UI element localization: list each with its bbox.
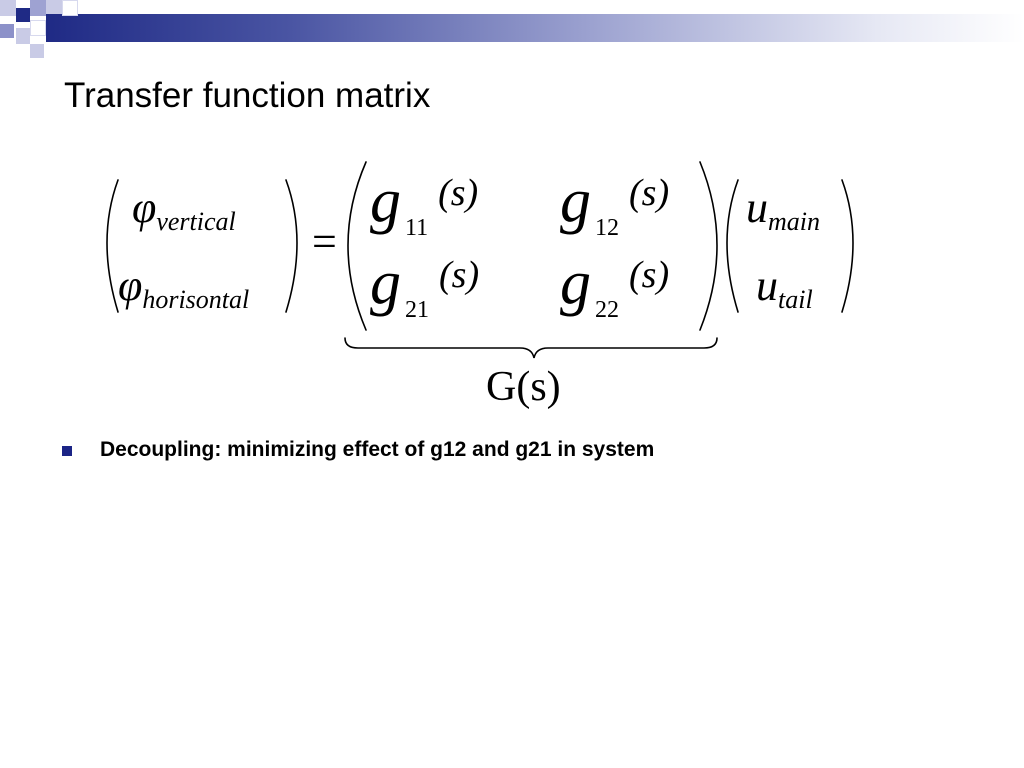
g-symbol: g [370,249,401,317]
rhs-left-paren [726,179,739,313]
g-symbol: g [560,249,591,317]
matrix-arg: (s) [629,254,670,296]
g-symbol: g [560,167,591,235]
deco-square [30,20,46,36]
equation-brackets [106,161,854,359]
g-symbol: g [370,167,401,235]
bullet-text: Decoupling: minimizing effect of g12 and… [100,438,655,461]
deco-square [16,8,30,22]
deco-square [16,28,30,44]
slide-title: Transfer function matrix [64,76,431,115]
lhs-entry-1: φvertical [132,183,236,235]
deco-square [30,0,46,16]
rhs-entry-2: utail [756,261,813,313]
deco-square [0,0,16,16]
equals-sign: = [312,217,337,266]
deco-square [0,24,14,38]
rhs-subscript-2: tail [778,285,813,314]
phi-symbol: φ [118,261,143,310]
deco-square [62,0,78,16]
matrix-arg: (s) [629,172,670,214]
underbrace [344,337,718,359]
header-gradient-bar [46,14,1024,42]
u-symbol: u [746,183,768,232]
matrix-right-paren [699,161,718,331]
lhs-subscript-1: vertical [156,207,236,236]
lhs-left-paren [106,179,119,313]
lhs-subscript-2: horisontal [142,285,250,314]
rhs-right-paren [841,179,854,313]
matrix-index: 12 [595,215,619,241]
matrix-arg: (s) [439,254,480,296]
u-symbol: u [756,261,778,310]
matrix-index: 11 [405,215,429,241]
header-decoration [0,0,1024,62]
matrix-index: 22 [595,297,619,323]
lhs-right-paren [285,179,298,313]
matrix-arg: (s) [438,172,479,214]
matrix-index: 21 [405,297,429,323]
deco-square [46,0,62,14]
bullet-item: Decoupling: minimizing effect of g12 and… [62,438,654,462]
rhs-entry-1: umain [746,183,820,235]
rhs-subscript-1: main [768,207,820,236]
square-bullet-icon [62,446,72,456]
matrix-left-paren [347,161,367,331]
deco-square [30,44,44,58]
phi-symbol: φ [132,183,157,232]
lhs-entry-2: φhorisontal [118,261,249,313]
underbrace-label: G(s) [486,364,561,410]
